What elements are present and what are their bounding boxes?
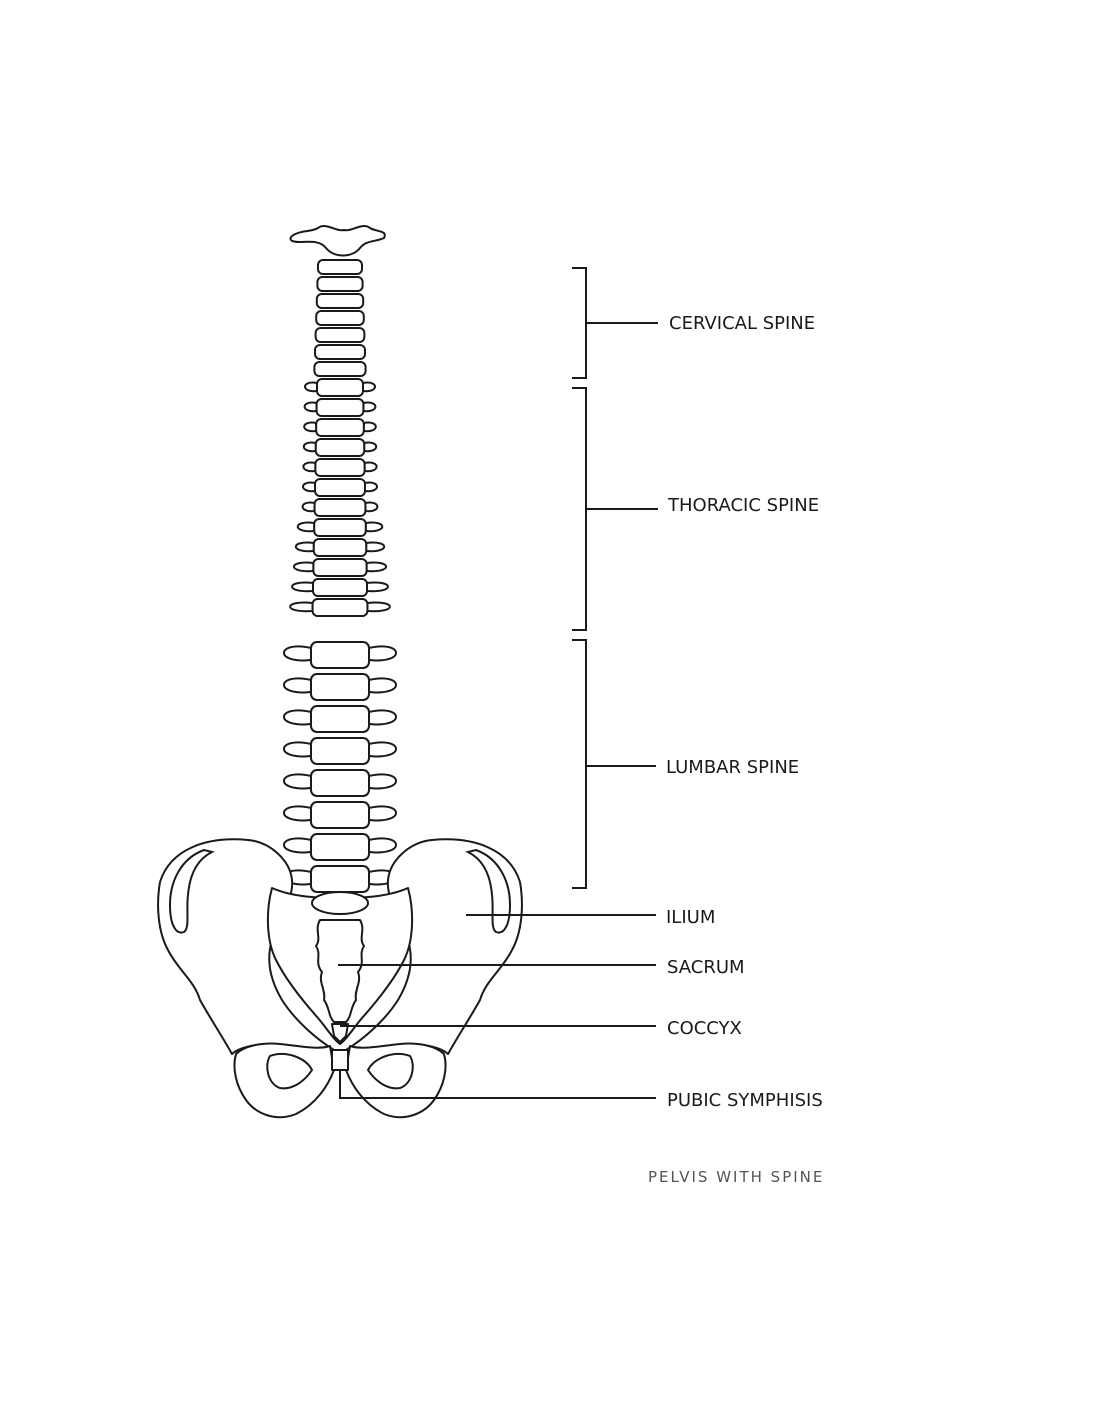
left-ilium-inner-rim	[168, 848, 215, 934]
lumbar-vertebra	[310, 737, 370, 765]
right-obturator-foramen	[366, 1052, 414, 1090]
left-transverse-process	[302, 461, 317, 473]
thoracic-vertebra	[312, 558, 368, 577]
right-transverse-process	[364, 481, 378, 493]
label-cervical-spine: CERVICAL SPINE	[669, 313, 815, 334]
right-ilium-inner-rim	[465, 848, 512, 934]
lumbar-vertebra	[310, 641, 370, 669]
right-transverse-process	[362, 421, 377, 433]
left-pubis	[233, 1042, 335, 1119]
left-transverse-process	[304, 381, 318, 393]
thoracic-vertebra	[314, 478, 366, 497]
sacral-disc	[311, 891, 369, 915]
left-transverse-process	[283, 709, 312, 726]
left-transverse-process	[293, 561, 315, 573]
right-transverse-process	[364, 501, 379, 513]
coccyx	[331, 1023, 349, 1043]
lumbar-vertebra	[310, 673, 370, 701]
cervical-vertebra	[317, 259, 363, 275]
left-transverse-process	[302, 481, 316, 493]
right-transverse-process	[366, 601, 391, 613]
atlas-vertebra	[289, 225, 386, 257]
lumbar-vertebra	[310, 865, 370, 893]
cervical-vertebra	[314, 327, 366, 343]
left-transverse-process	[283, 837, 312, 854]
thoracic-vertebra	[316, 378, 364, 397]
right-transverse-process	[362, 381, 376, 393]
thoracic-vertebra	[313, 518, 367, 537]
right-transverse-process	[368, 709, 397, 726]
cervical-vertebra	[316, 276, 364, 292]
cervical-vertebra	[315, 293, 365, 309]
left-transverse-process	[296, 521, 316, 533]
left-transverse-process	[302, 441, 317, 453]
pubic-symphysis	[331, 1049, 349, 1071]
left-transverse-process	[303, 401, 318, 413]
right-transverse-process	[365, 561, 387, 573]
label-sacrum: SACRUM	[667, 957, 745, 978]
right-transverse-process	[368, 837, 397, 854]
thoracic-vertebra	[312, 578, 368, 597]
left-transverse-process	[283, 645, 312, 662]
left-transverse-process	[301, 501, 316, 513]
right-transverse-process	[363, 461, 378, 473]
caption: PELVIS WITH SPINE	[648, 1168, 824, 1186]
right-transverse-process	[362, 401, 377, 413]
right-transverse-process	[368, 677, 397, 694]
pubic-leader	[339, 1070, 656, 1099]
thoracic-vertebra	[312, 538, 368, 557]
lumbar-vertebra	[310, 705, 370, 733]
right-transverse-process	[366, 581, 389, 593]
cervical-vertebra	[313, 361, 367, 377]
label-lumbar-spine: LUMBAR SPINE	[666, 757, 799, 778]
label-coccyx: COCCYX	[667, 1018, 742, 1039]
left-transverse-process	[283, 741, 312, 758]
left-transverse-process	[283, 805, 312, 822]
cervical-bracket	[572, 267, 658, 379]
left-transverse-process	[283, 677, 312, 694]
cervical-vertebra	[315, 310, 365, 326]
thoracic-vertebra	[315, 398, 365, 417]
cervical-vertebra	[314, 344, 366, 360]
lumbar-vertebra	[310, 769, 370, 797]
left-obturator-foramen	[266, 1052, 314, 1090]
spine	[283, 259, 397, 893]
left-transverse-process	[294, 541, 315, 553]
lumbar-vertebra	[310, 801, 370, 829]
pelvis	[157, 838, 523, 1119]
left-transverse-process	[283, 773, 312, 790]
thoracic-bracket	[572, 387, 658, 631]
label-pubic-symphisis: PUBIC SYMPHISIS	[667, 1090, 823, 1111]
thoracic-vertebra	[311, 598, 369, 617]
right-transverse-process	[363, 441, 378, 453]
right-transverse-process	[364, 521, 384, 533]
right-transverse-process	[368, 741, 397, 758]
region-brackets	[572, 267, 658, 889]
right-transverse-process	[368, 773, 397, 790]
left-transverse-process	[289, 601, 314, 613]
left-transverse-process	[303, 421, 318, 433]
thoracic-vertebra	[313, 498, 367, 517]
sacrum	[315, 919, 365, 1023]
right-transverse-process	[365, 541, 386, 553]
label-ilium: ILIUM	[666, 907, 715, 928]
thoracic-vertebra	[314, 438, 366, 457]
thoracic-vertebra	[314, 458, 366, 477]
lumbar-vertebra	[310, 833, 370, 861]
right-transverse-process	[368, 805, 397, 822]
lumbar-bracket	[572, 639, 656, 889]
label-thoracic-spine: THORACIC SPINE	[667, 495, 819, 516]
left-transverse-process	[291, 581, 314, 593]
thoracic-vertebra	[315, 418, 365, 437]
right-transverse-process	[368, 645, 397, 662]
